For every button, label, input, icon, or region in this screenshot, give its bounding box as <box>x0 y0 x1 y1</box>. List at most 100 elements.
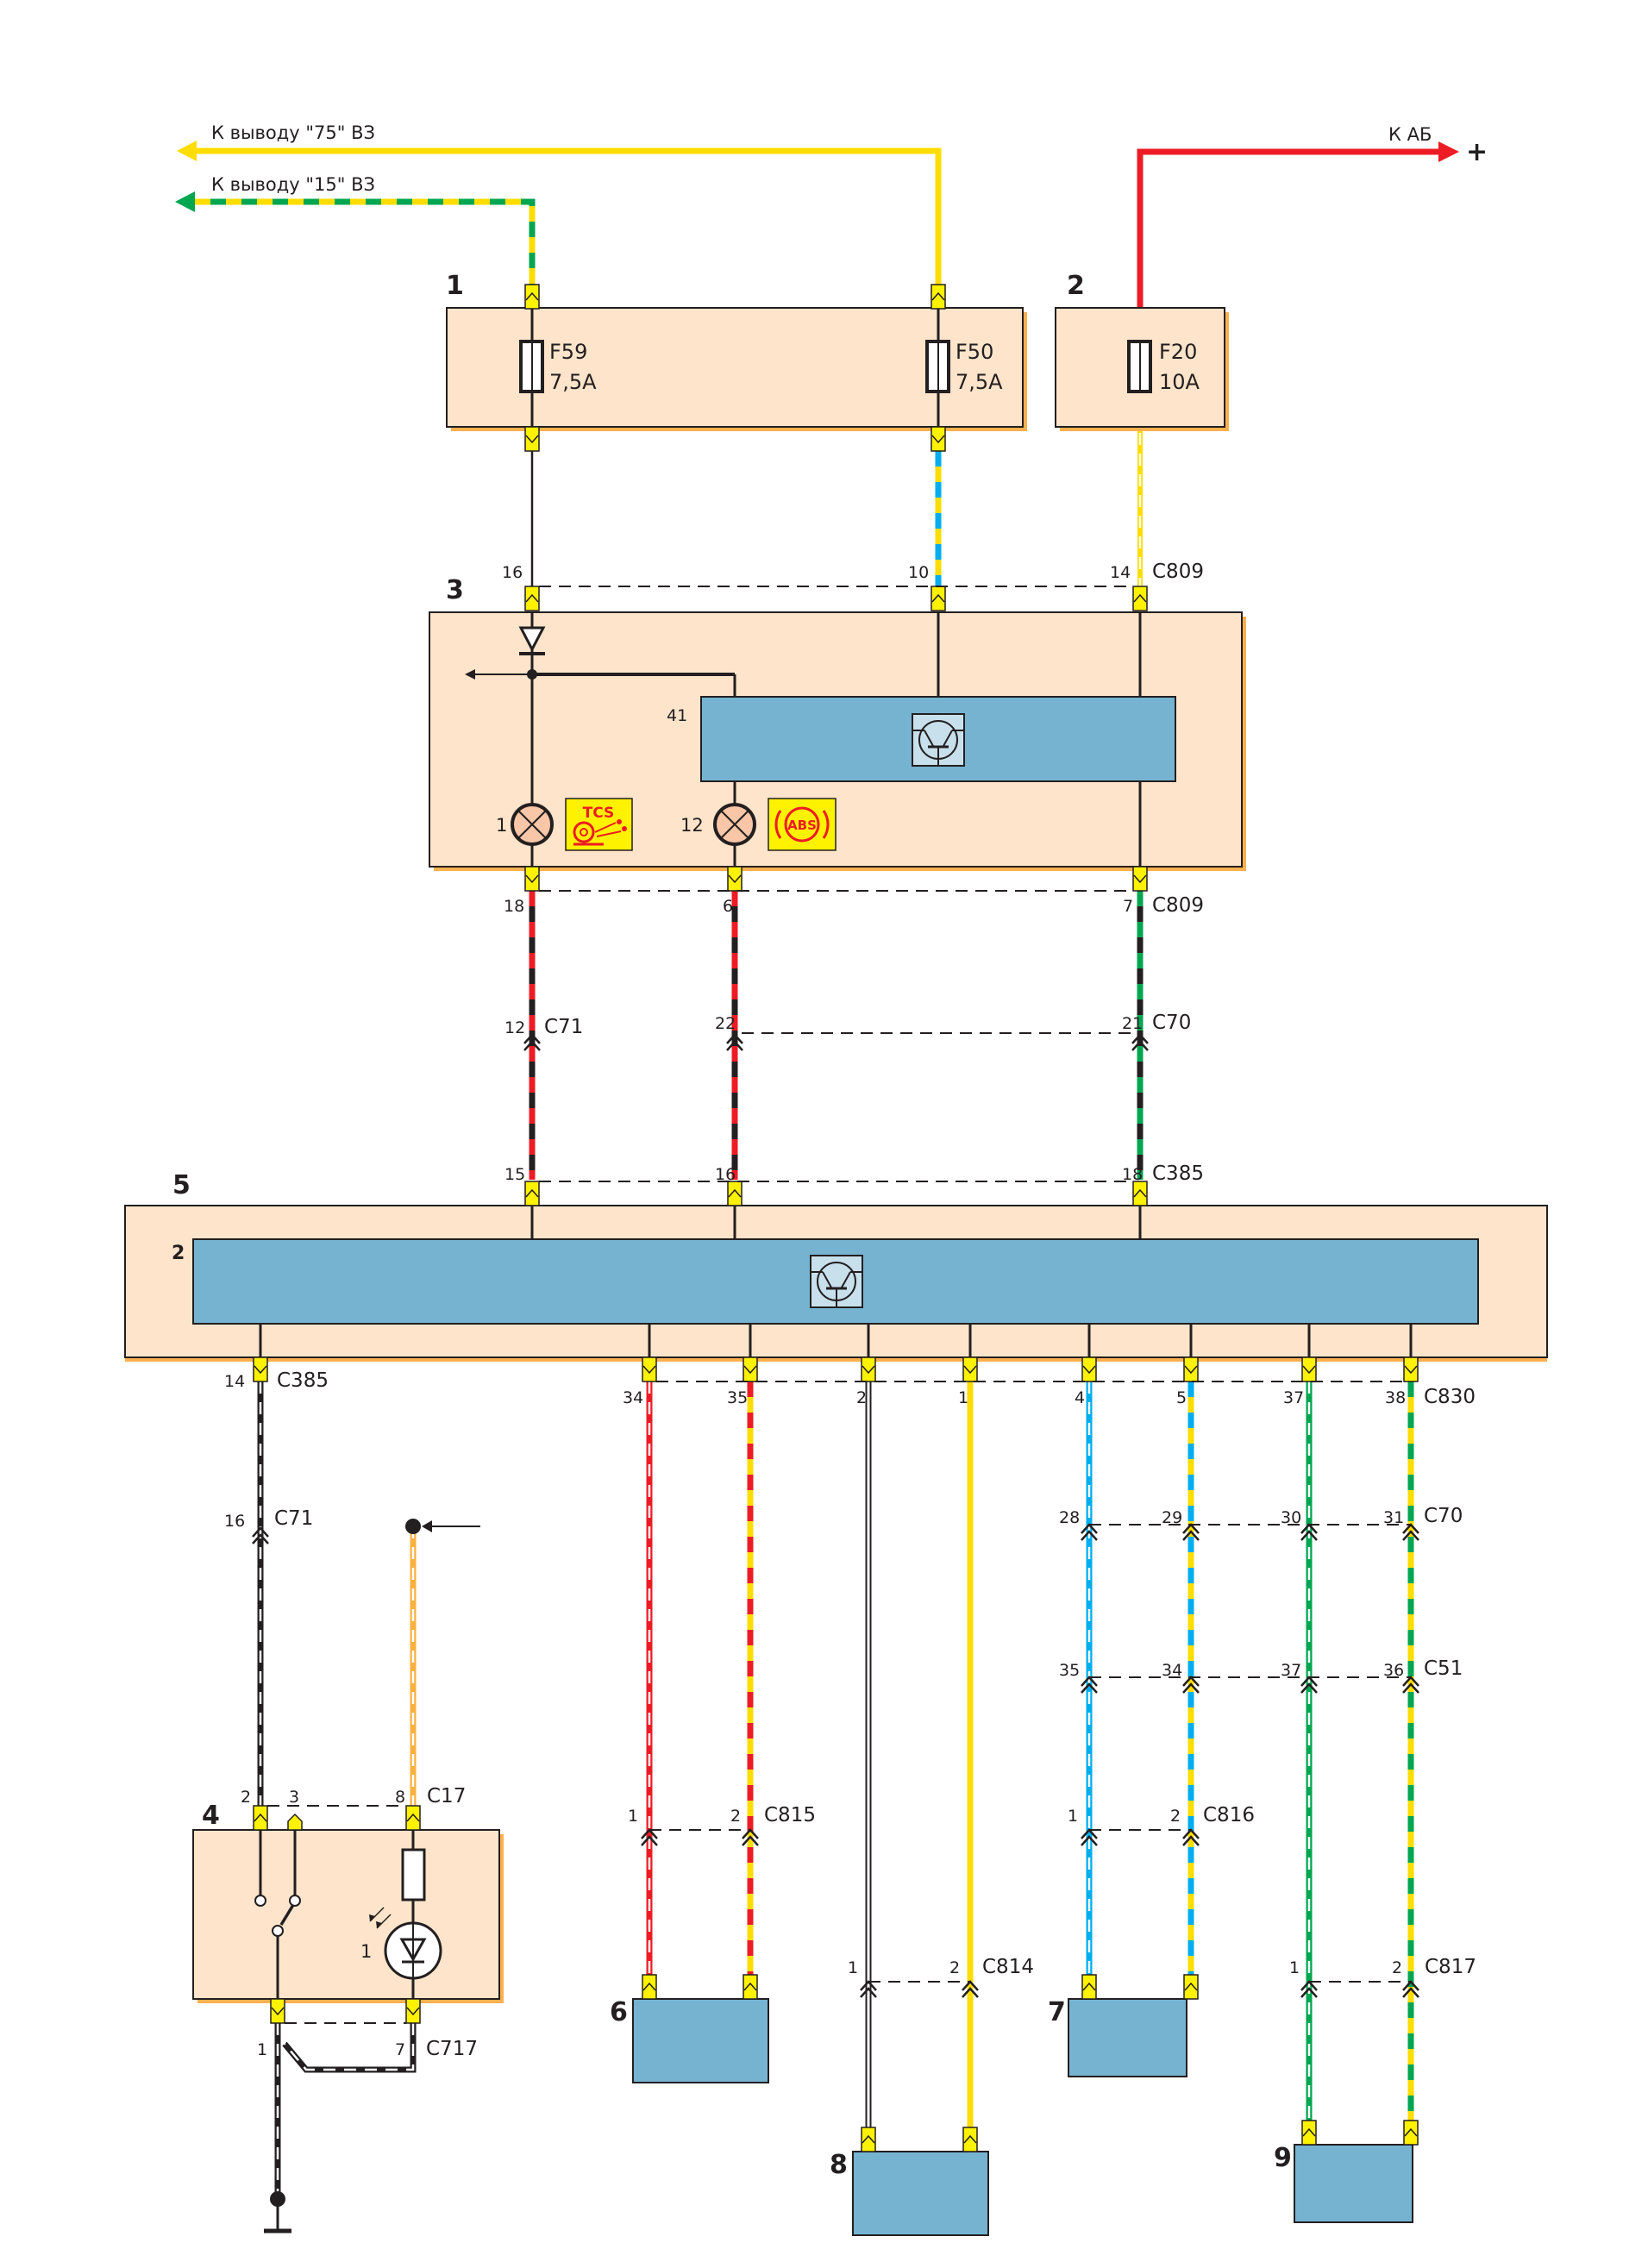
terminal-chevron <box>931 291 945 301</box>
tcs-icon: TCS <box>565 798 633 851</box>
component-label-8: 8 <box>830 2150 848 2180</box>
chevron <box>1081 1828 1098 1839</box>
connector-terminal-icon <box>1403 1356 1419 1382</box>
inline-connector-icon <box>252 1526 269 1544</box>
inline-connector-icon <box>860 1980 877 1998</box>
submodule-2-label: 2 <box>172 1243 185 1264</box>
terminal-chevron <box>743 1982 757 1991</box>
pin-label: 12 <box>504 1018 525 1037</box>
chevron <box>726 1033 743 1044</box>
terminal-body <box>1183 1356 1199 1382</box>
battery-plus-sign: + <box>1466 137 1488 167</box>
pin-label: 2 <box>1170 1807 1181 1826</box>
terminal-chevron <box>963 1365 977 1375</box>
inline-connector-icon <box>1081 1828 1098 1846</box>
chevron <box>1131 1033 1149 1044</box>
connector-terminal-icon <box>962 2127 978 2152</box>
wire-segment <box>284 2023 415 2071</box>
inline-connector-icon <box>1300 1980 1318 1998</box>
inline-connector-icon <box>962 1980 979 1998</box>
connector-terminal-icon <box>405 1805 421 1831</box>
pin-label: 16 <box>224 1512 245 1531</box>
connector-label: C815 <box>764 1804 816 1826</box>
connector-label: C809 <box>1152 894 1204 917</box>
pin-label: 10 <box>908 563 929 582</box>
terminal-chevron <box>1302 1365 1316 1375</box>
pin-label: 28 <box>1059 1508 1080 1527</box>
sensor-9: 9 <box>1274 2143 1413 2223</box>
pin-label: 2 <box>949 1958 960 1977</box>
terminal-body <box>405 1805 421 1831</box>
pin-label: 35 <box>727 1388 748 1407</box>
pin-label: 29 <box>1162 1508 1182 1527</box>
connector-terminal-icon <box>642 1974 657 2000</box>
chevron <box>1300 1523 1318 1534</box>
abs-module-5: 5 2 <box>124 1170 1548 1362</box>
terminal-body <box>1132 586 1148 611</box>
terminal-body <box>270 1998 285 2024</box>
warning-lamp-icon <box>511 803 554 846</box>
inline-connector-icon <box>1402 1676 1419 1694</box>
component-label-3: 3 <box>446 575 464 605</box>
chevron <box>1402 1530 1419 1541</box>
chevron <box>1182 1828 1200 1839</box>
inline-connector-icon <box>1182 1828 1200 1846</box>
terminal-body <box>1132 1181 1148 1206</box>
led-icon <box>369 1907 442 1980</box>
chevron <box>1182 1530 1200 1541</box>
pin-label: 5 <box>1176 1388 1187 1407</box>
chevron <box>726 1040 743 1051</box>
connector-label: C817 <box>1425 1956 1476 1978</box>
chevron <box>742 1835 759 1846</box>
pin-label: 14 <box>1110 563 1131 582</box>
wire-segment <box>195 198 536 285</box>
connector-label: C70 <box>1152 1012 1191 1034</box>
fuse-f59-name: F59 <box>549 340 587 364</box>
connector-label: C717 <box>426 2038 478 2060</box>
inline-connector-icon <box>1300 1523 1318 1541</box>
chevron <box>962 1987 979 1998</box>
terminal-chevron <box>1404 2127 1418 2137</box>
lamp-1-label: 1 <box>496 815 507 836</box>
connector-terminal-icon <box>743 1974 758 2000</box>
inline-connector-icon <box>641 1828 658 1846</box>
terminal-chevron <box>862 1365 875 1375</box>
terminal-chevron <box>1184 1365 1198 1375</box>
connector-terminal-icon <box>1403 2120 1419 2146</box>
terminal-body <box>1081 1974 1097 2000</box>
terminal-chevron <box>525 593 539 603</box>
abs-icon: ABS <box>768 798 837 851</box>
terminal-body <box>743 1974 758 2000</box>
terminal-chevron <box>963 2134 977 2144</box>
terminal-chevron <box>728 1188 742 1198</box>
pin-label: 37 <box>1283 1388 1304 1407</box>
pin-label: 1 <box>1068 1807 1078 1826</box>
terminal-chevron <box>271 2007 285 2016</box>
inline-connector-icon <box>1402 1980 1419 1998</box>
chevron <box>523 1040 541 1051</box>
pin-label: 1 <box>958 1388 968 1407</box>
terminal-body <box>962 2127 978 2152</box>
component-label-5: 5 <box>172 1170 191 1200</box>
chevron <box>1300 1682 1318 1694</box>
connector-terminal-icon <box>1301 2120 1317 2146</box>
pin-label: 37 <box>1281 1661 1301 1680</box>
inline-connector-icon <box>523 1033 541 1051</box>
pin-label: 1 <box>257 2040 267 2059</box>
sensor-7: 7 <box>1048 1997 1187 2077</box>
pin-label: 2 <box>1392 1958 1402 1977</box>
terminal-chevron <box>642 1982 656 1991</box>
terminal-body <box>524 426 540 452</box>
chevron <box>252 1533 269 1544</box>
connector-terminal-icon <box>931 426 946 452</box>
pin-label: 18 <box>504 897 524 916</box>
pin-label: 31 <box>1383 1508 1404 1527</box>
terminal-body <box>1301 1356 1317 1382</box>
chevron <box>1131 1040 1149 1051</box>
ground-icon <box>264 2191 291 2234</box>
chevron <box>1081 1523 1098 1534</box>
connector-terminal-icon <box>1081 1974 1097 2000</box>
terminal-body <box>253 1356 268 1382</box>
pin-label: 2 <box>730 1807 741 1826</box>
branch-arrow-icon <box>465 669 475 680</box>
